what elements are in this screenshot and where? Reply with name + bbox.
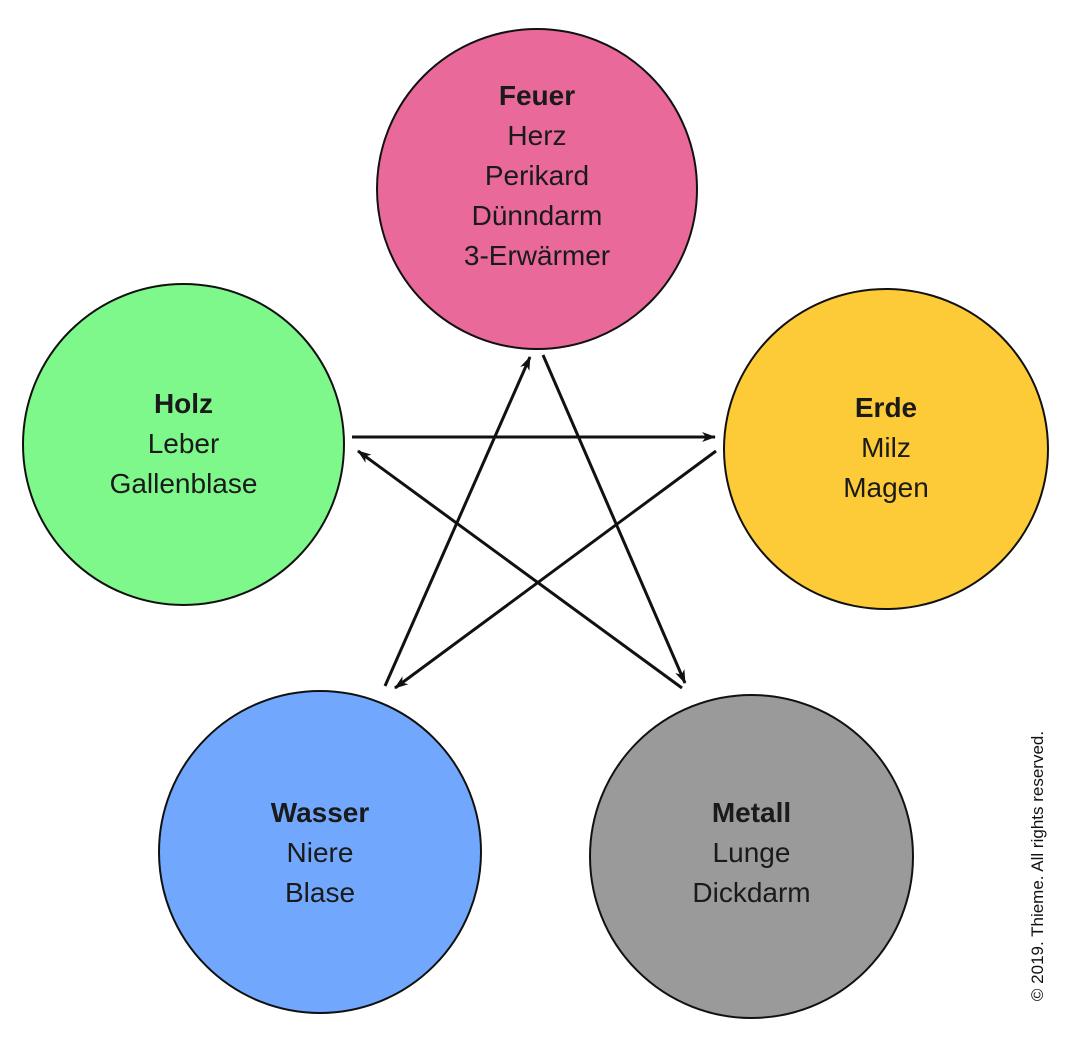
copyright-notice: © 2019. Thieme. All rights reserved. bbox=[1028, 730, 1047, 1002]
element-holz-organ: Leber bbox=[147, 427, 220, 459]
arrow-wasser-to-feuer bbox=[383, 356, 532, 687]
element-feuer-content: Feuer Herz Perikard Dünndarm 3-Erwärmer bbox=[464, 76, 610, 276]
element-wasser: Wasser Niere Blase bbox=[158, 690, 482, 1014]
element-metall-title: Metall bbox=[711, 796, 792, 828]
element-metall: Metall Lunge Dickdarm bbox=[589, 694, 914, 1019]
element-wasser-title: Wasser bbox=[270, 797, 370, 828]
element-feuer: Feuer Herz Perikard Dünndarm 3-Erwärmer bbox=[376, 28, 698, 350]
element-feuer-organ: 3-Erwärmer bbox=[463, 240, 611, 271]
element-wasser-content: Wasser Niere Blase bbox=[271, 793, 370, 913]
element-erde-title: Erde bbox=[854, 391, 918, 423]
element-holz-content: Holz Leber Gallenblase bbox=[110, 384, 258, 504]
element-erde-organ: Magen bbox=[843, 471, 929, 503]
element-feuer-title: Feuer bbox=[498, 80, 576, 111]
element-feuer-organ: Herz bbox=[507, 120, 567, 151]
element-holz: Holz Leber Gallenblase bbox=[22, 283, 345, 606]
element-holz-organ: Gallenblase bbox=[109, 467, 258, 499]
element-wasser-organ: Niere bbox=[286, 837, 354, 868]
element-metall-organ: Lunge bbox=[712, 836, 791, 868]
element-holz-title: Holz bbox=[153, 387, 214, 419]
element-wasser-organ: Blase bbox=[284, 877, 356, 908]
arrow-erde-to-wasser bbox=[394, 449, 717, 690]
element-erde-organ: Milz bbox=[861, 431, 911, 463]
arrow-feuer-to-metall bbox=[541, 354, 687, 684]
element-metall-organ: Dickdarm bbox=[692, 876, 811, 908]
element-erde: Erde Milz Magen bbox=[723, 288, 1049, 610]
element-feuer-organ: Dünndarm bbox=[471, 200, 603, 231]
arrow-metall-to-holz bbox=[357, 449, 683, 690]
element-erde-content: Erde Milz Magen bbox=[843, 388, 929, 508]
element-feuer-organ: Perikard bbox=[484, 160, 590, 191]
element-metall-content: Metall Lunge Dickdarm bbox=[692, 793, 810, 913]
